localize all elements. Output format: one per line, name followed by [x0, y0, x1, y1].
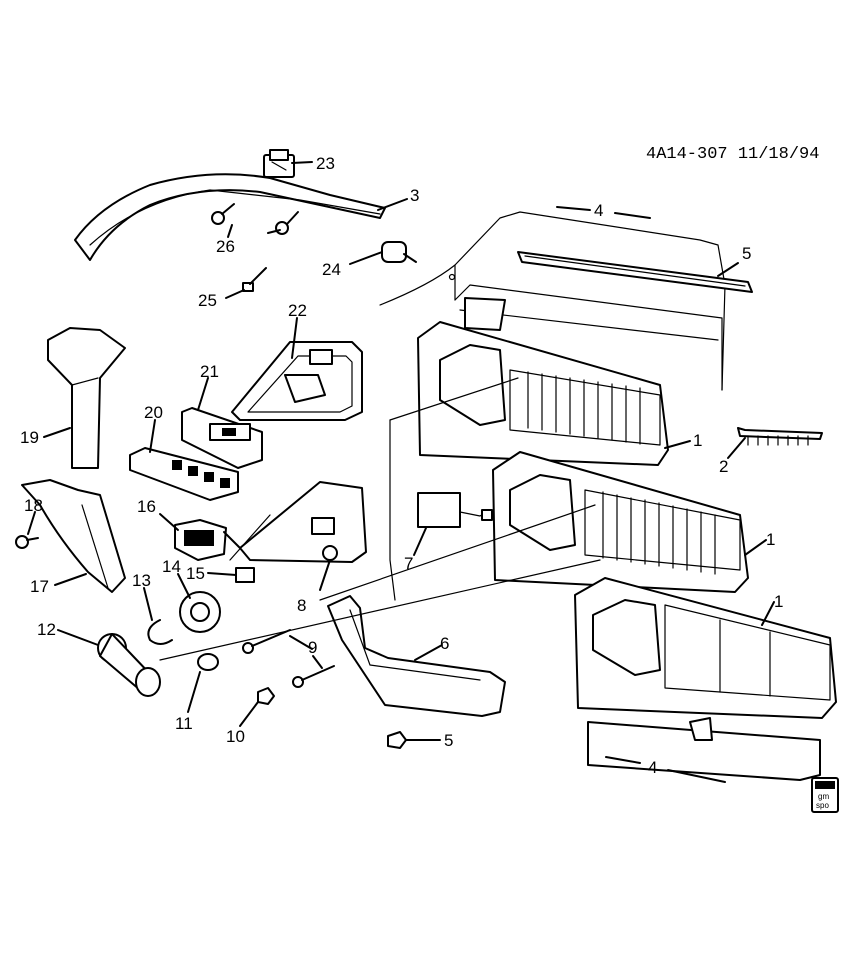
callout-26: 24	[322, 260, 341, 279]
logo-line-1: gm	[818, 792, 829, 801]
door-opening-outline	[379, 211, 726, 601]
screw-27	[242, 267, 267, 292]
brush-strip-2	[737, 427, 823, 446]
switch-bezel-10	[239, 481, 367, 563]
callout-24: 22	[288, 301, 307, 320]
escutcheon-16	[179, 591, 221, 633]
screws-11	[242, 629, 335, 688]
callout-9: 7	[404, 554, 413, 573]
callout-14: 12	[37, 620, 56, 639]
door-trim-panel-b	[492, 451, 749, 593]
callout-23: 21	[200, 362, 219, 381]
callout-5: 5	[742, 244, 751, 263]
gm-spo-logo: gm spo	[811, 777, 839, 813]
push-fastener	[381, 241, 456, 281]
callout-13: 11	[175, 714, 193, 733]
callout-22: 20	[144, 403, 163, 422]
upper-trim-molding	[74, 173, 386, 261]
callout-11: 9	[308, 638, 317, 657]
callout-16: 14	[162, 557, 181, 576]
power-window-switch-23	[181, 407, 263, 469]
lower-pillar-trim-19	[21, 479, 126, 593]
armrest-8	[327, 595, 506, 717]
callout-15: 13	[132, 571, 151, 590]
callout-1-a: 1	[693, 431, 702, 450]
callout-6: 4	[648, 758, 657, 777]
callout-3: 3	[410, 186, 419, 205]
callout-19: 17	[30, 577, 49, 596]
spring-clip-15	[147, 619, 173, 645]
callout-2: 2	[719, 457, 728, 476]
window-crank-handle-14	[97, 633, 161, 697]
door-trim-panel-c	[574, 577, 837, 781]
clip-17	[235, 567, 255, 583]
callout-27: 25	[198, 291, 217, 310]
drawing-reference: 4A14-307 11/18/94	[646, 145, 819, 164]
door-lock-switch-18	[174, 519, 227, 561]
cap-13	[197, 653, 219, 671]
callout-4: 4	[594, 201, 603, 220]
master-switch-22	[129, 447, 239, 501]
logo-line-2: spo	[816, 801, 829, 810]
door-trim-panel-a	[417, 321, 669, 466]
window-seal-strip	[517, 251, 753, 293]
callout-12: 10	[226, 727, 245, 746]
callout-28: 26	[216, 237, 235, 256]
inner-door-panel	[454, 284, 723, 391]
leader-lines	[27, 161, 775, 783]
screw-20	[15, 535, 39, 549]
callout-7: 5	[444, 731, 453, 750]
pillar-trim-21	[47, 327, 126, 469]
callout-18: 16	[137, 497, 156, 516]
switch-bezel-24	[231, 341, 363, 421]
speaker-9	[417, 492, 493, 528]
callout-1-c: 1	[774, 592, 783, 611]
nut-12	[257, 687, 275, 705]
callout-17: 15	[186, 564, 205, 583]
nut-7	[387, 731, 407, 749]
screws-28	[211, 203, 299, 235]
callout-10: 8	[297, 596, 306, 615]
callout-labels: 23 3 4 5 24 26 25 22 21 20 19 18 17 16 1…	[20, 154, 783, 777]
callout-8: 6	[440, 634, 449, 653]
callout-20: 18	[24, 496, 43, 515]
callout-25: 23	[316, 154, 335, 173]
callout-21: 19	[20, 428, 39, 447]
callout-1-b: 1	[766, 530, 775, 549]
retainer-clip	[263, 149, 295, 178]
